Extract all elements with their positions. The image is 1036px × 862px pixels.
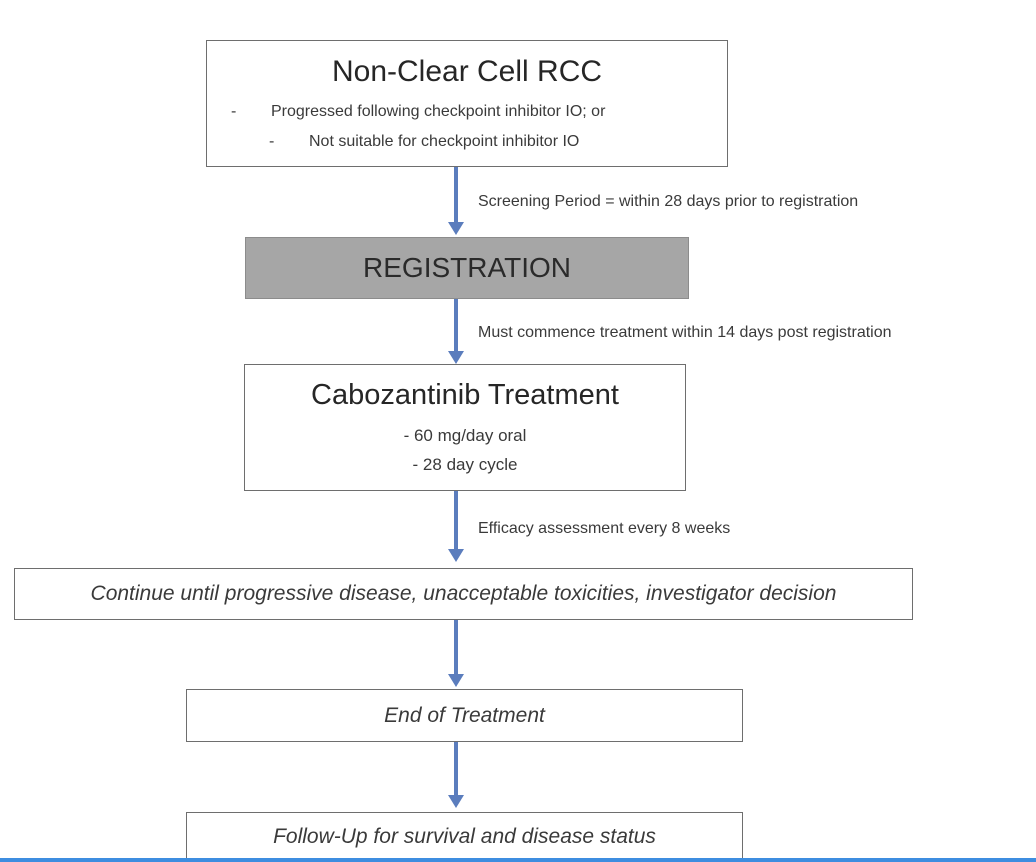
node-treatment-title: Cabozantinib Treatment [311, 379, 619, 411]
node-continue: Continue until progressive disease, unac… [14, 568, 913, 620]
edge-label-efficacy: Efficacy assessment every 8 weeks [478, 520, 731, 537]
node-non-clear-cell-rcc-title: Non-Clear Cell RCC [331, 55, 603, 88]
node-follow-up-title: Follow-Up for survival and disease statu… [273, 825, 656, 848]
node-treatment-line-1: - 60 mg/day oral [403, 426, 527, 445]
bullet-text-1: Progressed following checkpoint inhibito… [271, 103, 606, 120]
node-end-title: End of Treatment [384, 704, 545, 727]
node-treatment-line-2: - 28 day cycle [412, 455, 518, 474]
node-follow-up: Follow-Up for survival and disease statu… [186, 812, 743, 862]
arrow-to-continue [448, 491, 464, 562]
bullet-dash-2: - [269, 133, 275, 150]
bullet-dash-1: - [231, 103, 237, 120]
edge-label-commence: Must commence treatment within 14 days p… [478, 324, 892, 341]
node-registration: REGISTRATION [245, 237, 689, 299]
node-cabozantinib-treatment: Cabozantinib Treatment - 60 mg/day oral … [244, 364, 686, 491]
arrow-to-treatment [448, 299, 464, 364]
edge-label-screening: Screening Period = within 28 days prior … [478, 193, 859, 210]
bottom-accent-bar [0, 858, 1036, 862]
bullet-text-2: Not suitable for checkpoint inhibitor IO [309, 133, 580, 150]
node-registration-title: REGISTRATION [363, 252, 571, 283]
arrow-to-end [448, 620, 464, 687]
arrow-to-registration [448, 167, 464, 235]
node-continue-title: Continue until progressive disease, unac… [90, 582, 837, 605]
node-end-of-treatment: End of Treatment [186, 689, 743, 742]
arrow-to-follow-up [448, 742, 464, 808]
node-non-clear-cell-rcc: Non-Clear Cell RCC - Progressed followin… [206, 40, 728, 167]
